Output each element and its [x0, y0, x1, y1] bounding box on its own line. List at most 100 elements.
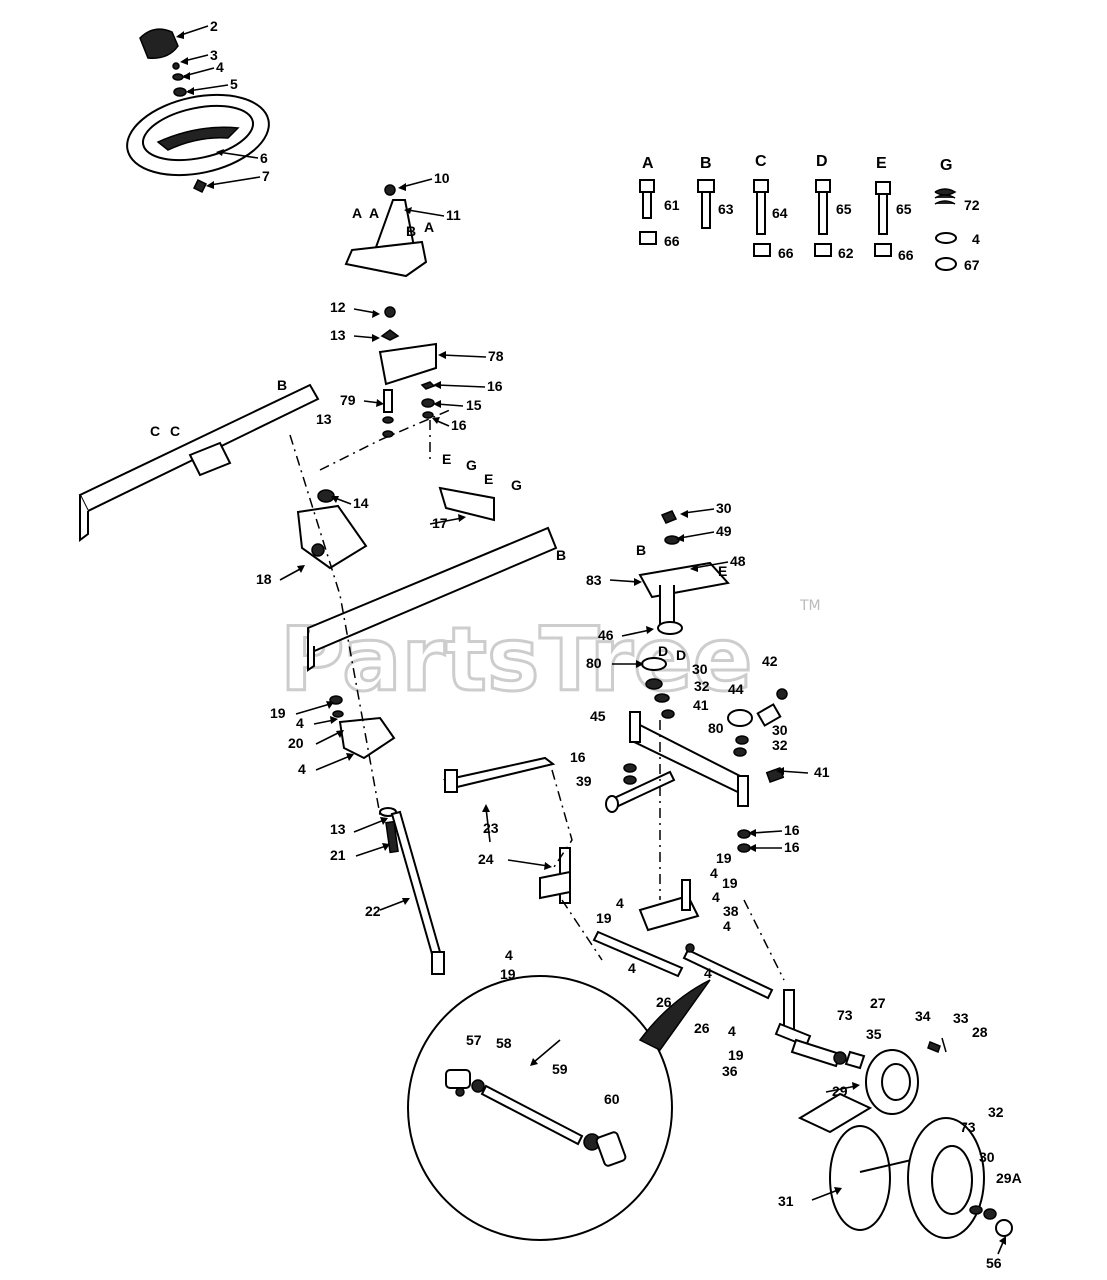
frame-letter: D	[676, 647, 686, 663]
frame-letter: A	[352, 205, 362, 221]
callout-label: 4	[628, 960, 636, 976]
hardware-legend: A 61 66 B 63 C 64 66 D 65 62	[639, 153, 980, 273]
leader-lines	[176, 25, 1006, 1255]
callout-label: 19	[716, 850, 732, 866]
callout-label: 30	[716, 500, 732, 516]
callout-label: 60	[604, 1091, 620, 1107]
right-spindle-parts	[790, 1037, 947, 1070]
frame-letter: C	[150, 423, 160, 439]
callout-label: 28	[972, 1024, 988, 1040]
callout-label: 15	[466, 397, 482, 413]
wheels	[797, 1049, 1013, 1239]
legend-letter: B	[700, 155, 712, 172]
callout-label: 3	[210, 47, 218, 63]
callout-label: 13	[316, 411, 332, 427]
frame-letter: B	[556, 547, 566, 563]
legend-nut: 66	[898, 247, 914, 263]
callout-label: 4	[616, 895, 624, 911]
drag-link	[443, 756, 556, 793]
callout-label: 73	[960, 1119, 976, 1135]
callout-label: 79	[340, 392, 356, 408]
legend-column-a: A 61 66	[639, 155, 680, 249]
frame-letter: A	[424, 219, 434, 235]
hub-cap-31	[995, 1219, 1013, 1237]
callout-label: 14	[353, 495, 369, 511]
callout-label: 27	[870, 995, 886, 1011]
callout-label: 16	[451, 417, 467, 433]
steering-shaft	[390, 810, 442, 956]
frame-letter: G	[466, 457, 477, 473]
callout-label: 78	[488, 348, 504, 364]
washer-part	[172, 73, 184, 81]
callout-label: 19	[728, 1047, 744, 1063]
callout-label: 29	[832, 1083, 848, 1099]
adapter-part	[173, 87, 187, 97]
callout-label: 45	[590, 708, 606, 724]
frame-letter: D	[658, 643, 668, 659]
callout-label: 4	[712, 889, 720, 905]
tower-bushing	[384, 184, 396, 196]
callout-label: 56	[986, 1255, 1002, 1271]
callout-label: 22	[365, 903, 381, 919]
legend-bolt: 65	[896, 201, 912, 217]
callout-label: 10	[434, 170, 450, 186]
steering-cap	[139, 28, 179, 59]
detail-pointer	[638, 979, 711, 1051]
callout-label: 32	[988, 1104, 1004, 1120]
callout-label: 42	[762, 653, 778, 669]
steering-arm-and-tie-rods	[592, 879, 812, 1048]
frame-letter: E	[442, 451, 451, 467]
left-spindle	[539, 847, 571, 904]
callout-label: 16	[570, 749, 586, 765]
hubcap-29a	[829, 1125, 891, 1231]
front-axle	[629, 688, 788, 807]
steering-wheel-hub	[156, 126, 240, 151]
callout-label: 32	[772, 737, 788, 753]
callout-label: 16	[487, 378, 503, 394]
callout-label: 12	[330, 299, 346, 315]
callout-label: 13	[330, 327, 346, 343]
steering-wheel-bolt	[192, 178, 208, 194]
legend-bolt: 72	[964, 197, 980, 213]
steering-shaft-parts	[329, 695, 445, 975]
frame-letter: B	[277, 377, 287, 393]
steering-wheel-group	[126, 28, 270, 194]
legend-letter: C	[755, 153, 767, 170]
callout-labels: 2 3 4 5 6 7 10 11 12 13 78 16 79 15 13 1…	[210, 18, 1022, 1271]
legend-column-g: G 72 4 67	[934, 157, 980, 273]
axle-pivot-bracket	[638, 510, 730, 719]
callout-label: 31	[778, 1193, 794, 1209]
frame-letter: E	[484, 471, 493, 487]
legend-nut: 67	[964, 257, 980, 273]
callout-label: 11	[446, 207, 461, 223]
callout-label: 36	[722, 1063, 738, 1079]
tie-rod-detail	[407, 975, 711, 1241]
callout-label: 18	[256, 571, 272, 587]
callout-label: 24	[478, 851, 494, 867]
callout-label: 19	[270, 705, 286, 721]
shaft-end	[431, 951, 445, 975]
callout-label: 80	[586, 655, 602, 671]
frame-letter: G	[511, 477, 522, 493]
column-bracket-parts	[317, 306, 437, 503]
callout-label: 19	[722, 875, 738, 891]
callout-label: 32	[694, 678, 710, 694]
callout-label: 26	[694, 1020, 710, 1036]
callout-label: 80	[708, 720, 724, 736]
callout-label: 16	[784, 839, 800, 855]
callout-label: 4	[704, 965, 712, 981]
callout-label: 20	[288, 735, 304, 751]
legend-column-d: D 65 62	[814, 153, 854, 261]
angle-bracket	[438, 486, 495, 522]
legend-column-e: E 65 66	[874, 155, 914, 263]
callout-label: 39	[576, 773, 592, 789]
legend-bolt: 61	[664, 197, 680, 213]
callout-label: 73	[837, 1007, 853, 1023]
callout-label: 6	[260, 150, 268, 166]
frame-letter: B	[636, 542, 646, 558]
legend-nut: 66	[778, 245, 794, 261]
steering-gear-plate	[338, 716, 396, 760]
detail-circle	[407, 975, 673, 1241]
callout-label: 4	[723, 918, 731, 934]
